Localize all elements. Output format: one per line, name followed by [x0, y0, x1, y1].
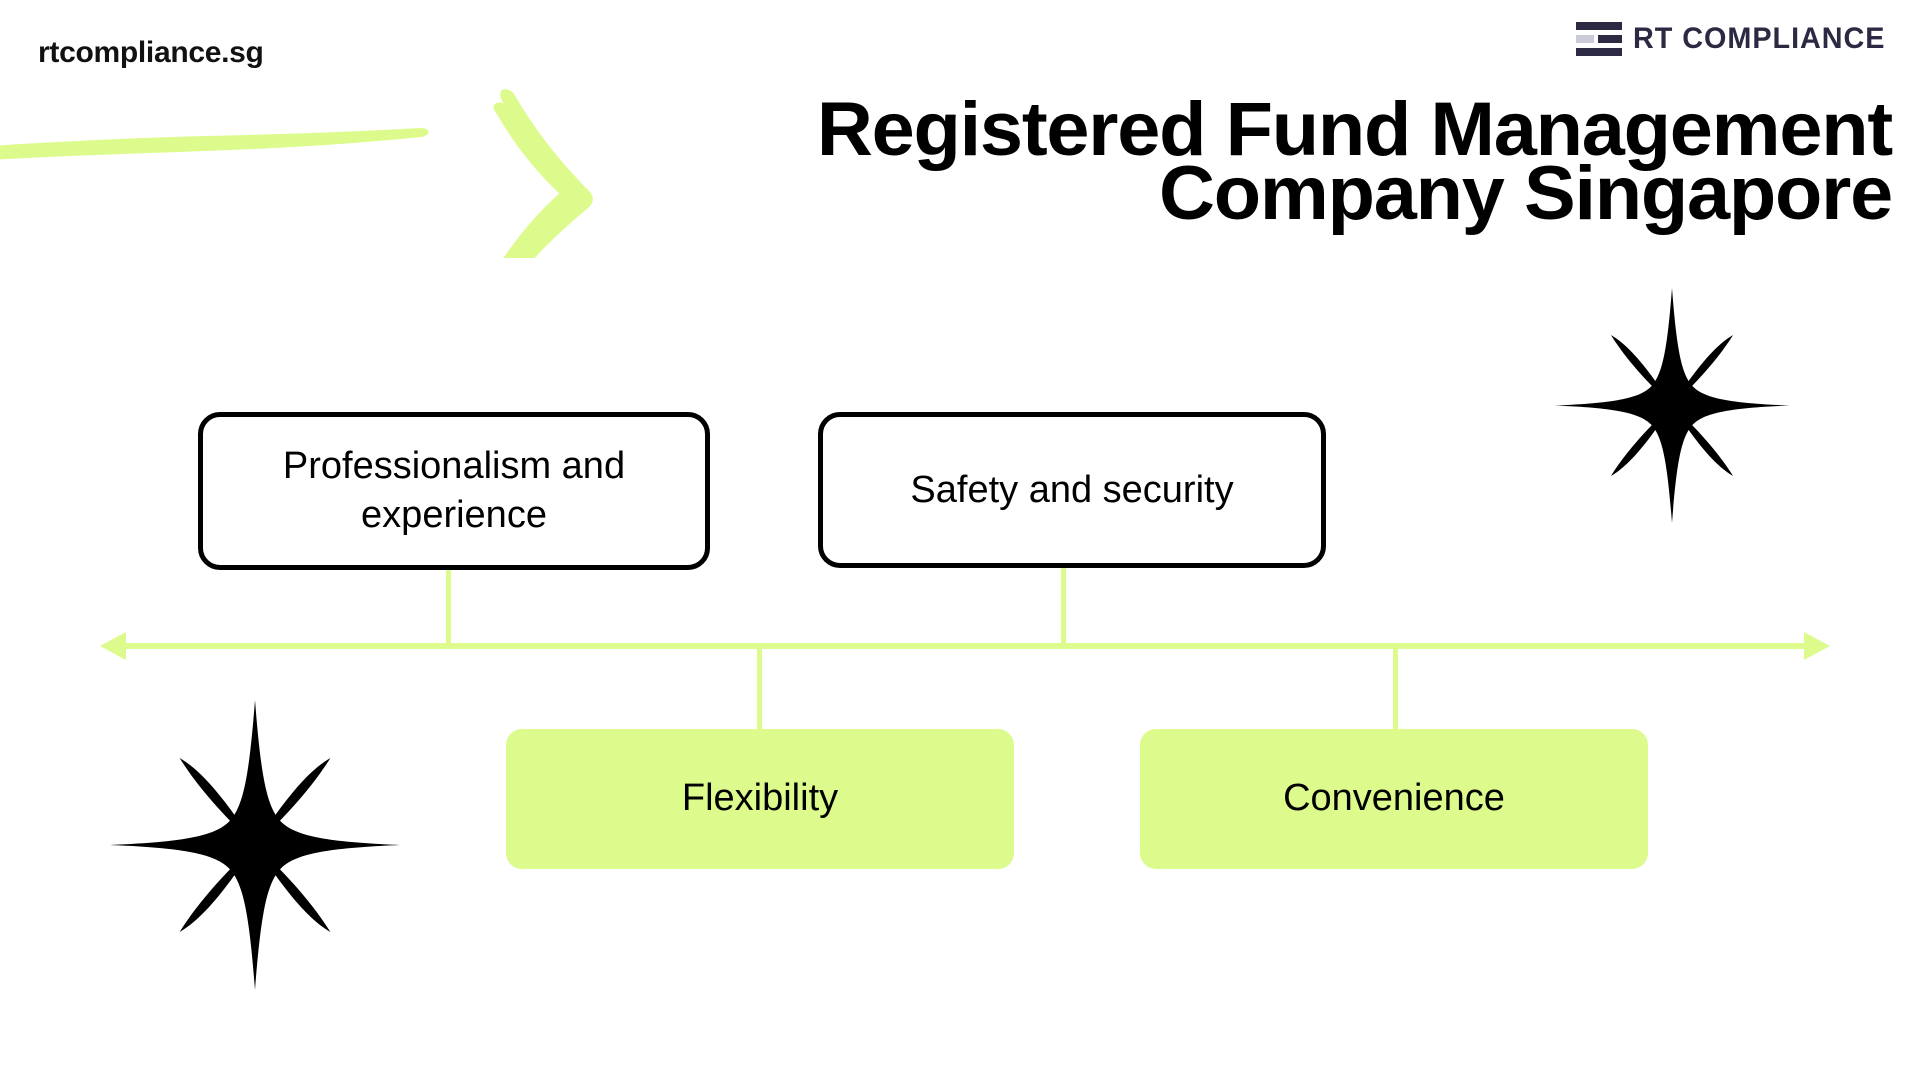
connector-n4 [1393, 644, 1398, 734]
brand-name-label: RT COMPLIANCE [1633, 22, 1886, 55]
brand-logo: RT COMPLIANCE [1576, 22, 1896, 56]
connector-n1 [446, 566, 451, 648]
connector-n3 [757, 644, 762, 734]
sparkle-star-icon [110, 700, 400, 990]
sparkle-star-icon [1554, 288, 1790, 523]
page-title-line-2: Company Singapore [1159, 150, 1893, 236]
diagram-node-convenience[interactable]: Convenience [1140, 729, 1648, 869]
node-label: Safety and security [910, 468, 1234, 511]
node-label: Flexibility [681, 777, 839, 820]
three-bars-logo-icon [1576, 22, 1622, 56]
node-label: Professionalism and experience [282, 445, 626, 536]
diagram-node-professionalism-and-experience[interactable]: Professionalism and experience [198, 412, 710, 570]
site-url-label: rtcompliance.sg [38, 36, 264, 69]
node-label: Convenience [1283, 777, 1505, 820]
diagram-node-safety-and-security[interactable]: Safety and security [818, 412, 1326, 568]
timeline-axis [100, 632, 1830, 660]
connector-n2 [1061, 565, 1066, 648]
page-title: Registered Fund Management Company Singa… [576, 92, 1893, 236]
diagram-node-flexibility[interactable]: Flexibility [506, 729, 1014, 869]
page-title-line-1: Registered Fund Management [816, 87, 1893, 172]
brush-arrow-icon [0, 89, 593, 258]
